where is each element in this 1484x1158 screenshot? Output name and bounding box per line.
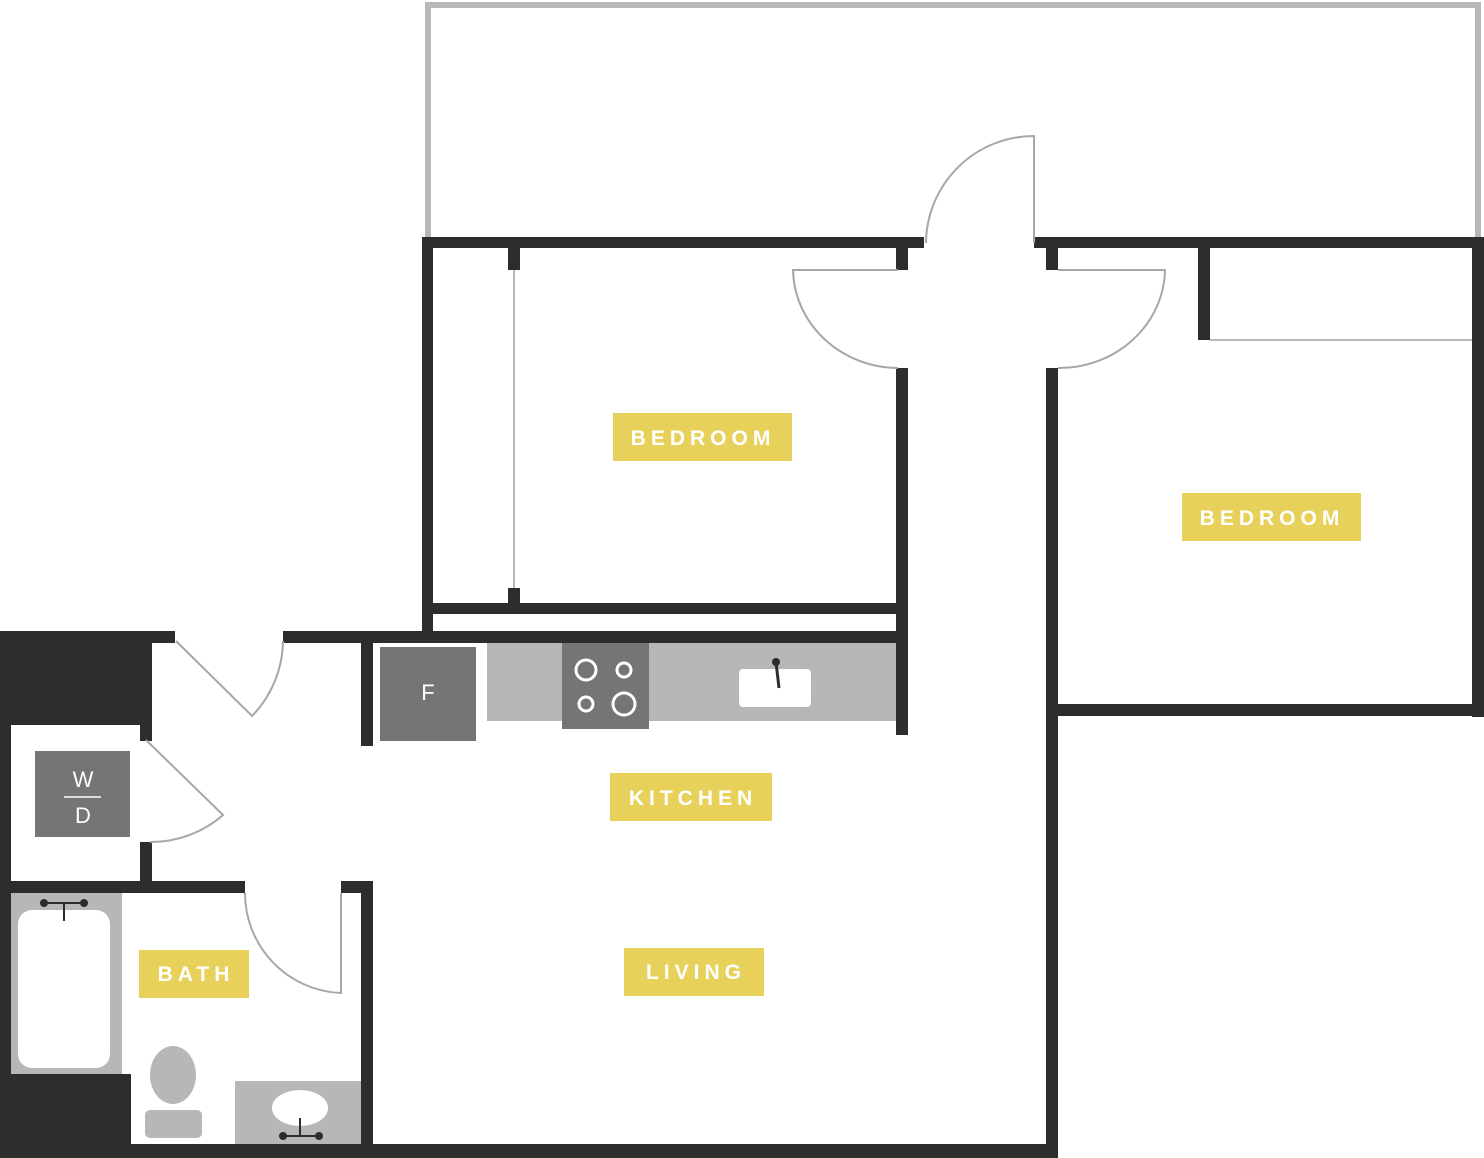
room-label-living-text: LIVING: [646, 961, 746, 984]
stove-burners: [574, 658, 637, 717]
room-label-kitchen-text: KITCHEN: [629, 787, 757, 810]
kitchen-faucet: [774, 661, 781, 689]
washer-dryer: [35, 751, 130, 837]
room-label-bedroom-2: BEDROOM: [1182, 493, 1361, 541]
bath-faucet: [279, 1118, 323, 1140]
bathtub-basin: [18, 910, 110, 1068]
bathtub-faucet: [40, 899, 88, 921]
room-label-bedroom-1-text: BEDROOM: [631, 427, 776, 450]
room-label-bath: BATH: [139, 950, 249, 998]
room-label-bedroom-1: BEDROOM: [613, 413, 792, 461]
room-label-living: LIVING: [624, 948, 764, 996]
room-label-bath-text: BATH: [158, 963, 235, 986]
toilet: [145, 1046, 202, 1138]
kitchen-counter: [487, 643, 896, 721]
fridge-label: F: [421, 680, 434, 705]
room-label-kitchen: KITCHEN: [610, 773, 772, 821]
room-label-bedroom-2-text: BEDROOM: [1200, 507, 1345, 530]
dryer-label: D: [75, 803, 91, 828]
kitchen-faucet-base: [772, 658, 780, 666]
washer-label: W: [73, 767, 94, 792]
fridge: [380, 647, 476, 741]
bath-sink: [272, 1090, 328, 1126]
walls: [0, 237, 1484, 1158]
door-swings: [145, 134, 1167, 995]
kitchen-sink: [739, 669, 811, 707]
balcony-outline: [425, 2, 1481, 238]
stove: [562, 643, 649, 729]
